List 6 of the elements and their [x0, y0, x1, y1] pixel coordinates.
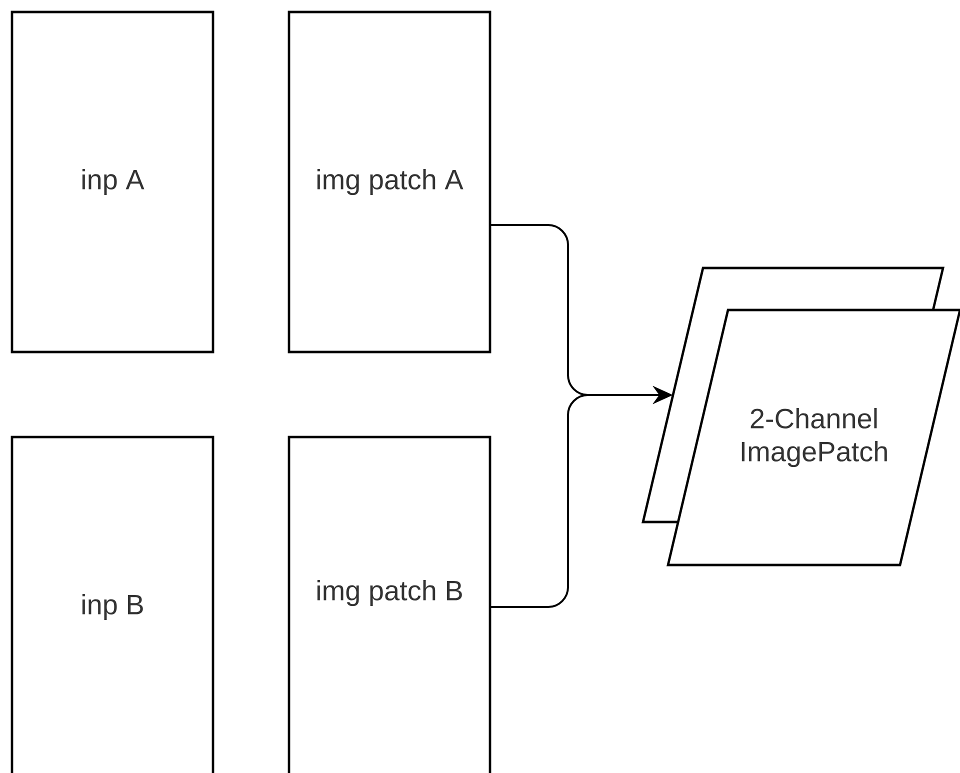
process-box: inp B — [10, 436, 214, 773]
process-box: img patch B — [288, 436, 492, 773]
process-box: inp A — [10, 10, 214, 354]
process-box: img patch A — [288, 10, 492, 354]
parallelogram: 2-Channel ImagePatch — [666, 308, 960, 566]
node-label: 2-Channel ImagePatch — [742, 408, 887, 468]
